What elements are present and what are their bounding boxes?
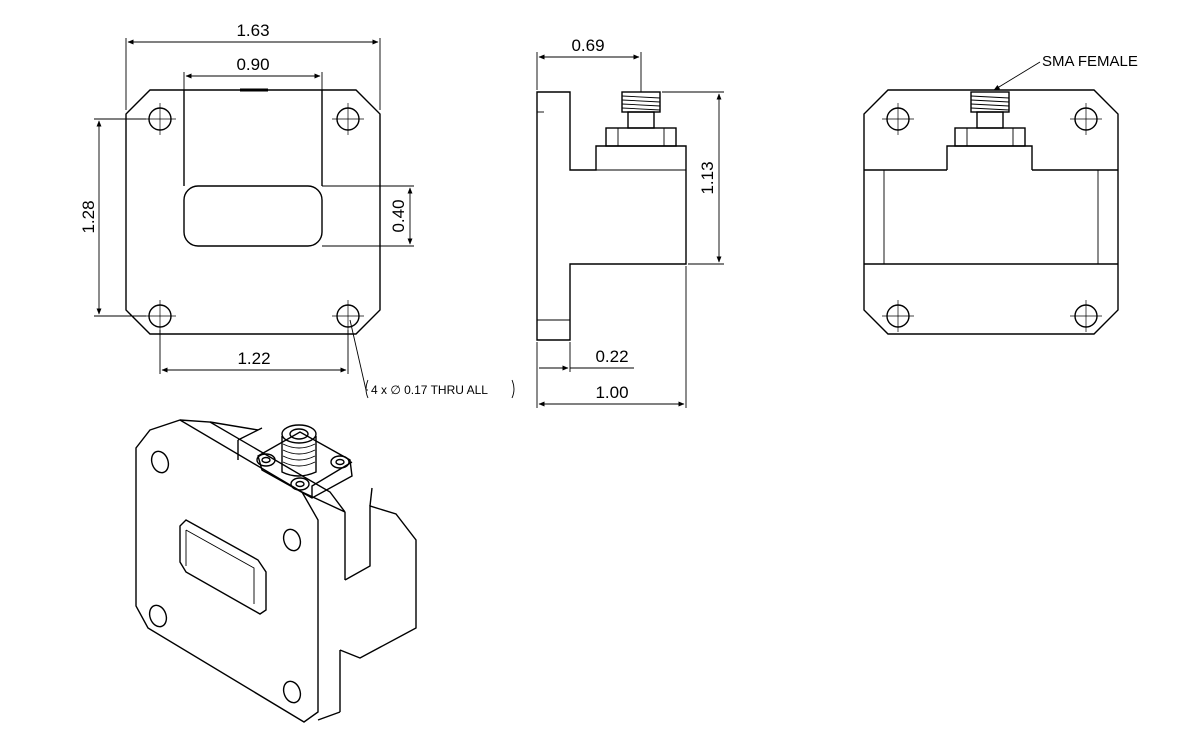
rear-hole [882,103,914,135]
dim-opening-height: 0.40 [389,199,408,232]
dim-hole-spacing-vertical: 1.28 [79,200,98,233]
iso-flange-face [135,419,319,723]
dim-flange-thickness: 0.22 [595,347,628,366]
rear-hole [882,300,914,332]
rear-hole [1070,103,1102,135]
rear-connector-threads [970,91,1010,113]
dim-side-height: 1.13 [698,161,717,194]
front-view: 1.63 0.90 1.28 0.40 1.22 4 x ∅ 0.17 THRU… [79,21,515,399]
iso-sma-connector [281,424,317,477]
mounting-hole [332,103,364,135]
hole-callout: 4 x ∅ 0.17 THRU ALL [371,383,488,397]
dim-flange-width: 1.63 [236,21,269,40]
mounting-hole [144,300,176,332]
mounting-hole [332,300,364,332]
iso-waveguide-opening [179,519,267,615]
rear-view: SMA FEMALE [863,53,1138,335]
side-body-outline [536,91,687,341]
dim-hole-spacing-horizontal: 1.22 [237,349,270,368]
rear-hole [1070,300,1102,332]
connector-threads [621,91,661,113]
mounting-hole [144,103,176,135]
isometric-view [135,419,417,723]
connector-label: SMA FEMALE [1042,53,1138,70]
side-view: 0.69 1.13 0.22 1.00 [536,36,724,408]
waveguide-opening [183,185,323,247]
dim-connector-offset: 0.69 [571,36,604,55]
flange-outline [125,89,381,335]
dim-opening-width: 0.90 [236,55,269,74]
rear-flange-outline [863,89,1119,335]
dim-overall-length: 1.00 [595,383,628,402]
